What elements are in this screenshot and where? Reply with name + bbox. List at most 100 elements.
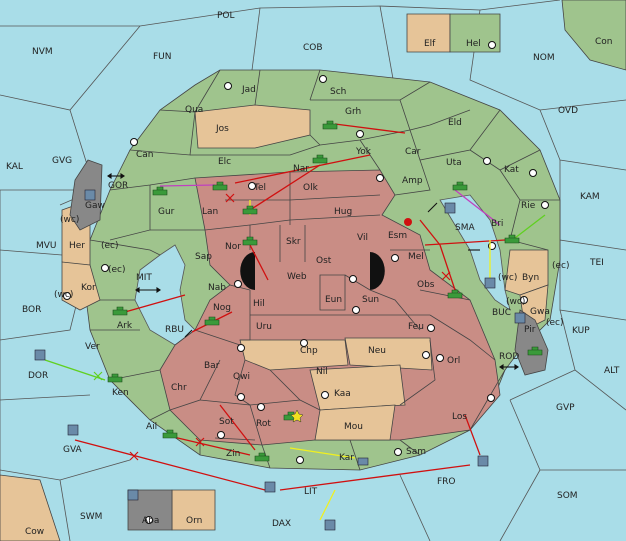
- label-car: Car: [405, 147, 421, 157]
- label-kup: KUP: [572, 326, 590, 336]
- legend-top-right: Hel: [466, 39, 481, 49]
- label-bar: Bar: [204, 361, 220, 371]
- army-unit: [162, 429, 178, 439]
- label-tel: Tel: [254, 183, 267, 193]
- label-cob: COB: [303, 43, 323, 53]
- army-unit: [152, 186, 168, 196]
- region-borders: [89, 69, 560, 471]
- fleet-unit: [357, 457, 369, 466]
- dislodged-marker: [404, 218, 412, 226]
- label-jad: Jad: [242, 85, 256, 95]
- fleet-unit: [67, 424, 79, 436]
- label-rot: Rot: [256, 419, 271, 429]
- label-bor: BOR: [22, 305, 42, 315]
- label-nvm: NVM: [32, 47, 53, 57]
- label-ail: Ail: [146, 422, 158, 432]
- label-mvu: MVU: [36, 241, 57, 251]
- center-lens-left: [240, 252, 255, 290]
- label-mou: Mou: [344, 422, 363, 432]
- region-mou-fill: [314, 404, 396, 441]
- label-wc2: (wc): [54, 290, 74, 300]
- label-mel: Mel: [408, 252, 424, 262]
- label-gur: Gur: [158, 207, 175, 217]
- label-orl: Orl: [447, 356, 461, 366]
- label-fro: FRO: [437, 477, 456, 487]
- label-nom: NOM: [533, 53, 555, 63]
- fleet-unit: [324, 519, 336, 531]
- order-fail-marks-green: [93, 371, 103, 381]
- label-bri: Bri: [491, 219, 504, 229]
- army-unit: [322, 120, 338, 130]
- label-gvg: GVG: [52, 156, 73, 166]
- label-nog: Nog: [213, 303, 231, 313]
- region-aba: [127, 489, 173, 531]
- label-sam: Sam: [406, 447, 426, 457]
- order-arrows: [44, 123, 546, 521]
- label-nab: Nab: [208, 283, 226, 293]
- label-esm: Esm: [388, 231, 408, 241]
- label-uta: Uta: [446, 158, 462, 168]
- label-kam: KAM: [580, 192, 600, 202]
- army-unit: [527, 346, 543, 356]
- fleet-unit: [127, 489, 139, 501]
- label-ost: Ost: [316, 256, 332, 266]
- label-ec1: (ec): [101, 241, 119, 251]
- label-gor: GOR: [108, 181, 129, 191]
- label-ark: Ark: [117, 321, 133, 331]
- label-fun: FUN: [153, 52, 172, 62]
- fleet-unit: [264, 481, 276, 493]
- label-pir: Pir: [524, 325, 536, 335]
- star-marker: [290, 409, 304, 423]
- label-kal: KAL: [6, 162, 23, 172]
- army-unit: [112, 306, 128, 316]
- army-unit: [242, 236, 258, 246]
- label-sma: SMA: [455, 223, 475, 233]
- supply-centers: [63, 41, 549, 524]
- label-elc: Elc: [218, 157, 232, 167]
- region-pir: [514, 309, 549, 376]
- label-eld: Eld: [448, 118, 462, 128]
- label-dor: DOR: [28, 371, 49, 381]
- label-gaw: Gaw: [85, 201, 105, 211]
- label-kaa: Kaa: [334, 389, 351, 399]
- region-hel: [449, 13, 501, 53]
- label-mit: MIT: [136, 273, 152, 283]
- label-sot: Sot: [219, 417, 234, 427]
- label-kor: Kor: [81, 283, 96, 293]
- label-tei: TEI: [590, 258, 604, 268]
- label-feu: Feu: [408, 322, 424, 332]
- center-lens-right: [370, 252, 385, 290]
- passage-arrows: [107, 172, 519, 371]
- region-neu-fill: [344, 337, 433, 371]
- label-lit: LIT: [304, 487, 318, 497]
- legend-top-left: Elf: [424, 39, 436, 49]
- label-sch: Sch: [330, 87, 347, 97]
- units: [34, 120, 543, 531]
- fleet-unit: [84, 189, 96, 201]
- label-gvp: GVP: [556, 403, 575, 413]
- label-gva: GVA: [63, 445, 82, 455]
- region-chp-fill: [239, 339, 349, 371]
- label-amp: Amp: [402, 176, 423, 186]
- label-ec4: (ec): [546, 318, 564, 328]
- region-kor: [61, 261, 101, 311]
- fleet-unit: [477, 455, 489, 467]
- army-unit: [312, 154, 328, 164]
- label-lan: Lan: [202, 207, 219, 217]
- fleet-unit: [444, 202, 456, 214]
- label-can: Can: [136, 150, 154, 160]
- label-kar: Kar: [339, 453, 354, 463]
- label-her: Her: [69, 241, 86, 251]
- label-ovd: OVD: [558, 106, 579, 116]
- order-fail-marks: [129, 193, 451, 461]
- label-ken: Ken: [112, 388, 129, 398]
- label-sun: Sun: [362, 295, 380, 305]
- army-unit: [204, 316, 220, 326]
- label-uru: Uru: [256, 322, 272, 332]
- label-los: Los: [452, 412, 468, 422]
- label-pol: POL: [217, 11, 235, 21]
- legend-bottom-right: Orn: [186, 516, 203, 526]
